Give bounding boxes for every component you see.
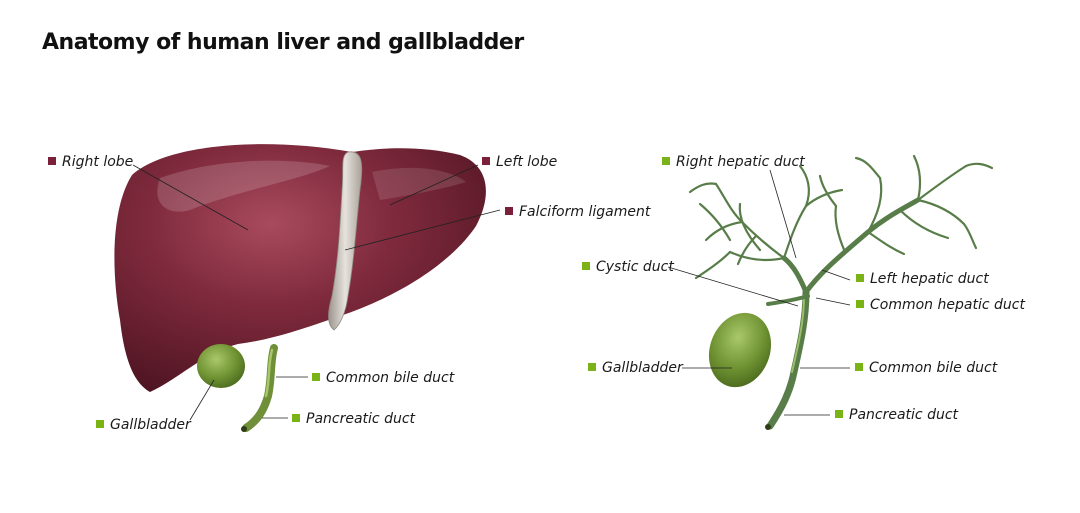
biliary-marker-square — [312, 373, 320, 381]
label-cystic-duct: Cystic duct — [582, 259, 674, 275]
right-duct-end — [765, 424, 771, 430]
page-title: Anatomy of human liver and gallbladder — [42, 30, 524, 55]
label-text: Gallbladder — [602, 360, 683, 376]
liver-marker-square — [505, 207, 513, 215]
label-text: Right lobe — [62, 154, 134, 170]
biliary-marker-square — [855, 363, 863, 371]
right-leader-lines — [667, 169, 851, 416]
label-gallbladder: Gallbladder — [96, 417, 191, 433]
gallbladder-shape — [197, 344, 245, 388]
liver-shape — [114, 144, 486, 392]
liver-marker-square — [482, 157, 490, 165]
biliary-marker-square — [856, 300, 864, 308]
label-text: Cystic duct — [596, 259, 674, 275]
label-text: Gallbladder — [110, 417, 191, 433]
label-left-lobe: Left lobe — [482, 154, 557, 170]
label-pancreatic-duct: Pancreatic duct — [292, 411, 415, 427]
liver-marker-square — [48, 157, 56, 165]
common-bile-duct-shape — [242, 344, 278, 432]
biliary-marker-square — [662, 157, 670, 165]
label-falciform-ligament: Falciform ligament — [505, 204, 650, 220]
left-leader-lines — [132, 164, 501, 421]
right-gallbladder-shape — [708, 312, 772, 388]
common-bile-duct-highlight — [264, 348, 274, 398]
label-text: Pancreatic duct — [849, 407, 959, 423]
liver-highlight — [372, 167, 466, 200]
biliary-marker-square — [96, 420, 104, 428]
label-common-hepatic-duct: Common hepatic duct — [856, 297, 1025, 313]
label-left-hepatic-duct: Left hepatic duct — [856, 271, 989, 287]
label-right-lobe: Right lobe — [48, 154, 133, 170]
label-text: Common bile duct — [869, 360, 998, 376]
biliary-marker-square — [582, 262, 590, 270]
label-text: Common hepatic duct — [870, 297, 1025, 313]
biliary-marker-square — [588, 363, 596, 371]
duct-end — [241, 426, 247, 432]
liver-highlight — [157, 160, 330, 212]
biliary-marker-square — [292, 414, 300, 422]
left-biliary-figure — [197, 344, 278, 432]
biliary-marker-square — [835, 410, 843, 418]
label-common-bile-duct: Common bile duct — [312, 370, 454, 386]
label-text: Falciform ligament — [519, 204, 651, 220]
liver-figure — [114, 144, 486, 392]
label-text: Left lobe — [496, 154, 558, 170]
falciform-ligament-shape — [328, 151, 363, 331]
label-text: Right hepatic duct — [676, 154, 805, 170]
right-biliary-tree — [688, 154, 994, 430]
label-text: Common bile duct — [326, 370, 455, 386]
biliary-marker-square — [856, 274, 864, 282]
label-right-pancreatic-duct: Pancreatic duct — [835, 407, 958, 423]
label-text: Pancreatic duct — [306, 411, 416, 427]
label-right-gallbladder: Gallbladder — [588, 360, 683, 376]
label-right-hepatic-duct: Right hepatic duct — [662, 154, 805, 170]
label-right-common-bile-duct: Common bile duct — [855, 360, 997, 376]
label-text: Left hepatic duct — [870, 271, 989, 287]
